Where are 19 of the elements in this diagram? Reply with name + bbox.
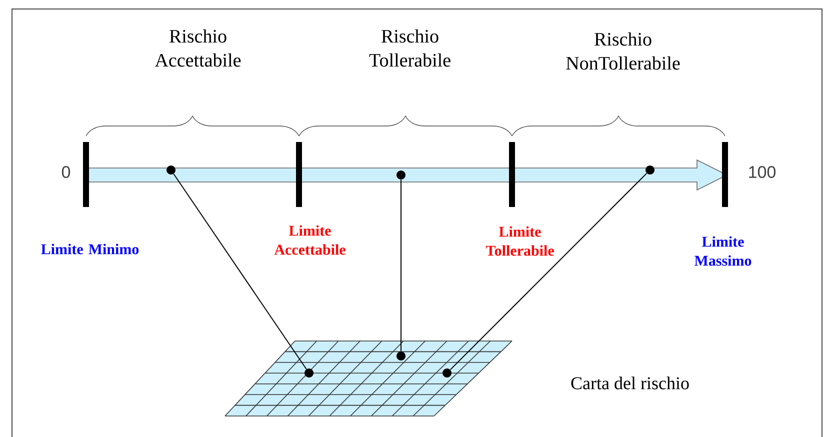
- dot: [166, 166, 176, 174]
- grid-caption: Carta del rischio: [571, 376, 689, 390]
- dot: [442, 368, 452, 378]
- connector-line: [173, 173, 307, 370]
- limit-label: Limite Minimo: [41, 244, 139, 254]
- dot: [396, 352, 406, 360]
- connector-line: [450, 172, 648, 370]
- limit-label: Limite Massimo: [694, 236, 752, 266]
- axis-value: 0: [62, 166, 70, 178]
- range-label: Rischio NonTollerabile: [566, 32, 680, 70]
- connector-line: [400, 179, 402, 352]
- dot: [304, 368, 314, 378]
- axis-value: 100: [749, 166, 776, 178]
- dot: [396, 170, 406, 180]
- dot: [646, 166, 654, 174]
- range-label: Rischio Accettabile: [154, 29, 241, 67]
- limit-label: Limite Tollerabile: [486, 226, 554, 256]
- limit-label: Limite Accettabile: [274, 225, 346, 255]
- range-label: Rischio Tollerabile: [369, 29, 450, 67]
